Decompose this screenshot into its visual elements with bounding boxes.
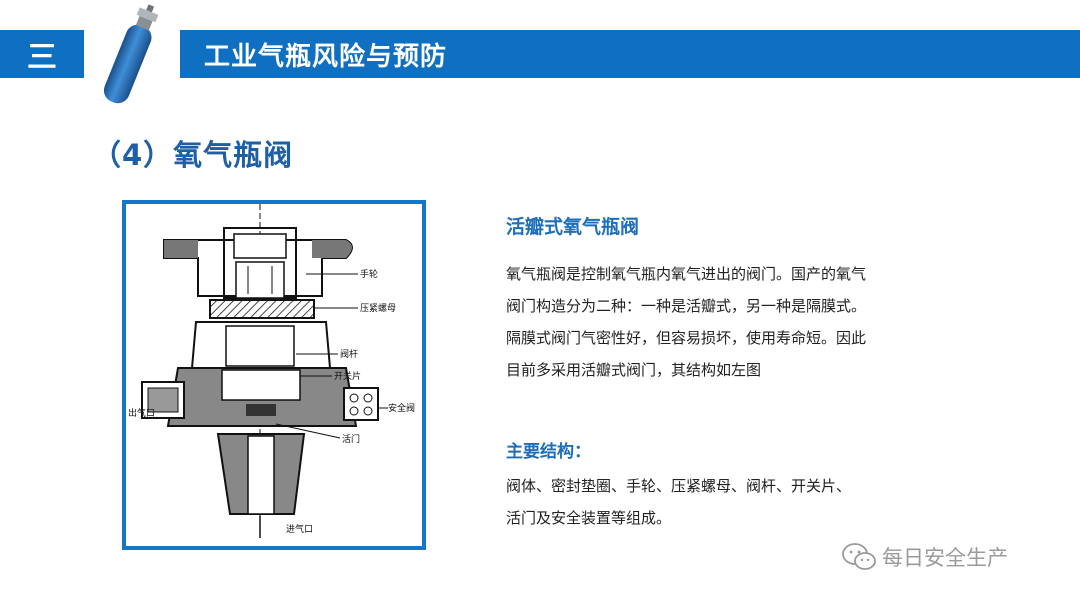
description-line: 阀门构造分为二种：一种是活瓣式，另一种是隔膜式。 bbox=[506, 297, 867, 315]
label-handwheel: 手轮 bbox=[360, 268, 378, 280]
gas-cylinder-icon bbox=[103, 4, 159, 104]
content-subtitle: 活瓣式氧气瓶阀 bbox=[506, 216, 640, 238]
label-gland-nut: 压紧螺母 bbox=[360, 303, 396, 314]
label-stem: 阀杆 bbox=[340, 348, 358, 360]
wechat-icon bbox=[842, 543, 876, 570]
valve-diagram: 手轮 压紧螺母 阀杆 开关片 出气口 安全阀 活门 进气口 bbox=[122, 200, 426, 550]
description-line: 目前多采用活瓣式阀门，其结构如左图 bbox=[506, 361, 762, 379]
label-inlet: 进气口 bbox=[286, 523, 313, 535]
header-title-bar: 工业气瓶风险与预防 bbox=[180, 30, 1080, 78]
watermark-text: 每日安全生产 bbox=[882, 546, 1008, 570]
section-number-badge: 三 bbox=[0, 30, 84, 78]
description-line: 隔膜式阀门气密性好，但容易损坏，使用寿命短。因此 bbox=[506, 329, 867, 347]
structure-title: 主要结构： bbox=[506, 442, 591, 462]
label-flap: 活门 bbox=[342, 433, 360, 445]
description-paragraph: 氧气瓶阀是控制氧气瓶内氧气进出的阀门。国产的氧气 阀门构造分为二种：一种是活瓣式… bbox=[506, 258, 946, 386]
watermark: 每日安全生产 bbox=[842, 542, 1008, 572]
description-line: 氧气瓶阀是控制氧气瓶内氧气进出的阀门。国产的氧气 bbox=[506, 265, 867, 283]
structure-line: 阀体、密封垫圈、手轮、压紧螺母、阀杆、开关片、 bbox=[506, 477, 852, 495]
section-title: （4）氧气瓶阀 bbox=[92, 138, 294, 172]
label-switch-plate: 开关片 bbox=[334, 370, 361, 382]
structure-paragraph: 阀体、密封垫圈、手轮、压紧螺母、阀杆、开关片、 活门及安全装置等组成。 bbox=[506, 470, 946, 534]
label-safety-valve: 安全阀 bbox=[388, 402, 415, 414]
label-outlet: 出气口 bbox=[128, 407, 155, 419]
page-title: 工业气瓶风险与预防 bbox=[204, 41, 448, 72]
section-number: 三 bbox=[27, 40, 57, 75]
structure-line: 活门及安全装置等组成。 bbox=[506, 509, 672, 527]
